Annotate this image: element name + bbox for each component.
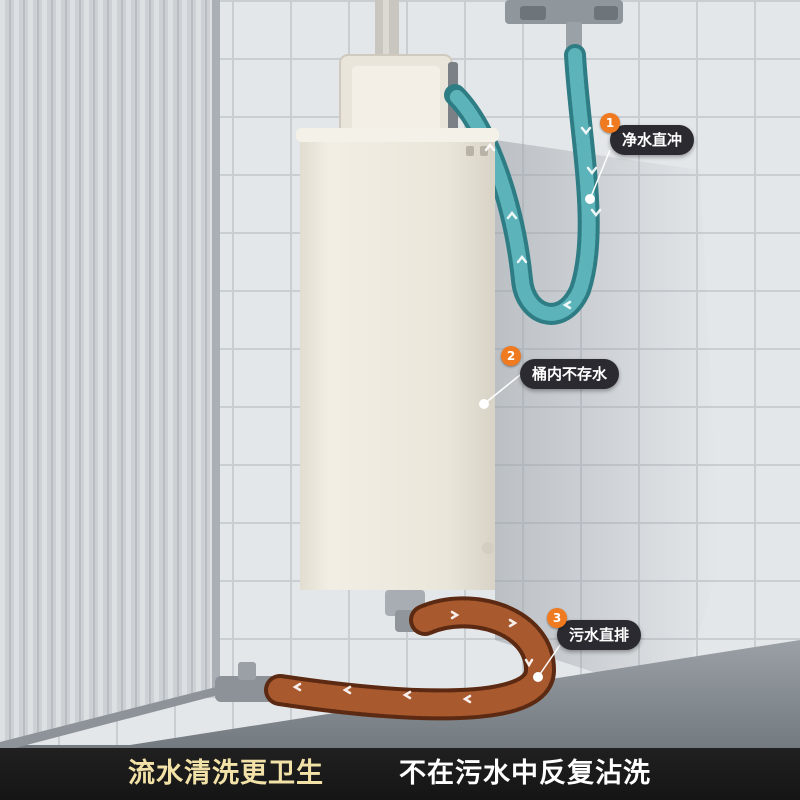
banner-left-text: 流水清洗更卫生 — [128, 758, 324, 789]
callout-3-badge: 3 — [547, 608, 567, 628]
callout-1-text: 净水直冲 — [622, 131, 683, 149]
callout-1-label: 净水直冲 — [610, 125, 695, 155]
callout-2-text: 桶内不存水 — [532, 365, 608, 383]
callout-1-badge: 1 — [600, 113, 620, 133]
callout-3-label: 污水直排 — [557, 620, 642, 650]
bottom-banner — [0, 748, 800, 800]
callout-3-text: 污水直排 — [569, 626, 630, 644]
banner-right-text: 不在污水中反复沾洗 — [399, 758, 651, 789]
callout-2-label: 桶内不存水 — [520, 359, 620, 389]
callout-2-badge: 2 — [501, 346, 521, 366]
